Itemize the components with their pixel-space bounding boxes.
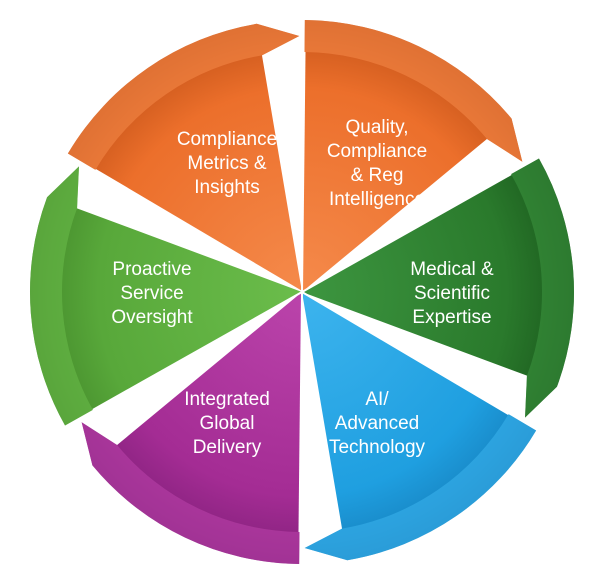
label-line: Quality, [345, 117, 408, 138]
arrow-compliance-metrics [67, 23, 300, 170]
divider-line [92, 291, 303, 411]
divider-line [298, 291, 303, 532]
label-line: Technology [329, 437, 426, 458]
label-line: Service [120, 283, 183, 304]
divider-line [301, 291, 510, 416]
segment-proactive-service [29, 166, 302, 426]
arrow-ai-technology [304, 414, 537, 561]
label-line: Advanced [335, 413, 420, 434]
segments-layer [29, 20, 575, 564]
label-line: Proactive [112, 259, 191, 280]
arrow-quality-compliance [304, 20, 523, 162]
divider-line [94, 168, 303, 293]
label-line: Intelligence [329, 189, 425, 210]
label-line: Integrated [184, 389, 270, 410]
arrow-integrated-global [81, 422, 300, 564]
segment-medical-scientific [302, 158, 575, 418]
label-line: Medical & [410, 259, 494, 280]
label-line: Global [200, 413, 255, 434]
arrow-proactive-service [29, 166, 93, 426]
label-line: & Reg [351, 165, 404, 186]
label-line: Metrics & [187, 153, 267, 174]
label-line: Insights [194, 177, 259, 198]
label-line: Delivery [193, 437, 262, 458]
label-line: Scientific [414, 283, 490, 304]
label-line: Expertise [412, 307, 491, 328]
label-line: Oversight [111, 307, 193, 328]
label-line: Compliance [177, 129, 277, 150]
label-line: Compliance [327, 141, 427, 162]
arrow-medical-scientific [511, 158, 575, 418]
divider-line [301, 52, 306, 293]
divider-line [301, 173, 512, 293]
label-line: AI/ [365, 389, 389, 410]
